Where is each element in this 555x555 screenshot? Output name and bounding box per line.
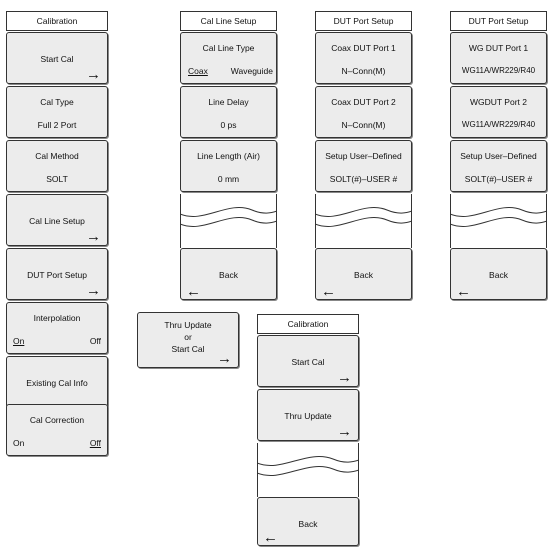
cal-method-label: Cal Method <box>35 151 79 161</box>
wg-dut-port2-button[interactable]: WGDUT Port 2 WG11A/WR229/R40 <box>450 86 547 138</box>
interpolation-off-option: Off <box>89 336 101 346</box>
waveguide-option: Waveguide <box>230 66 273 76</box>
interpolation-toggle[interactable]: Interpolation On Off <box>6 302 108 354</box>
existing-cal-info-button[interactable]: Existing Cal Info <box>6 356 108 408</box>
cal-type-value: Full 2 Port <box>37 120 77 130</box>
dut-port-setup-waveguide-menu: DUT Port Setup WG DUT Port 1 WG11A/WR229… <box>450 11 547 321</box>
coax-dut-port1-button[interactable]: Coax DUT Port 1 N–Conn(M) <box>315 32 412 84</box>
calibration-menu: Calibration Start Cal → Cal Type Full 2 … <box>6 11 108 456</box>
arrow-right-icon: → <box>337 369 352 386</box>
menu-break-marker <box>450 194 547 248</box>
setup-user-defined-label: Setup User–Defined <box>460 151 537 161</box>
cal-correction-off-option: Off <box>89 438 101 448</box>
coax-dut-port1-label: Coax DUT Port 1 <box>331 43 396 53</box>
arrow-left-icon: ← <box>186 283 201 300</box>
start-cal-label: Start Cal <box>40 54 74 64</box>
interpolation-label: Interpolation <box>33 313 81 323</box>
menu-break-marker <box>315 194 412 248</box>
back-button[interactable]: Back ← <box>257 497 359 546</box>
thru-update-line2: or <box>184 332 192 342</box>
coax-dut-port2-button[interactable]: Coax DUT Port 2 N–Conn(M) <box>315 86 412 138</box>
cal-type-label: Cal Type <box>40 97 74 107</box>
wg-dut-port1-button[interactable]: WG DUT Port 1 WG11A/WR229/R40 <box>450 32 547 84</box>
thru-update-line3: Start Cal <box>171 344 205 354</box>
cal-line-setup-title: Cal Line Setup <box>180 11 277 31</box>
setup-user-defined-button[interactable]: Setup User–Defined SOLT(#)–USER # <box>450 140 547 192</box>
line-delay-label: Line Delay <box>208 97 249 107</box>
cal-line-type-toggle[interactable]: Cal Line Type Coax Waveguide <box>180 32 277 84</box>
wg-dut-port2-value: WG11A/WR229/R40 <box>461 120 536 129</box>
dut-port-setup-label: DUT Port Setup <box>27 270 87 280</box>
dut-port-setup-coax-menu: DUT Port Setup Coax DUT Port 1 N–Conn(M)… <box>315 11 412 321</box>
coax-dut-port2-value: N–Conn(M) <box>341 120 386 130</box>
menu-break-marker <box>180 194 277 248</box>
thru-update-or-start-cal-button[interactable]: Thru Update or Start Cal → <box>137 312 239 368</box>
interpolation-on-option: On <box>13 336 25 346</box>
start-cal-button[interactable]: Start Cal → <box>6 32 108 84</box>
wg-dut-port1-value: WG11A/WR229/R40 <box>461 66 536 75</box>
coax-option: Coax <box>188 66 208 76</box>
setup-user-defined-value: SOLT(#)–USER # <box>329 174 398 184</box>
back-button[interactable]: Back ← <box>180 248 277 300</box>
calibration-menu-title: Calibration <box>6 11 108 31</box>
back-label: Back <box>298 519 318 529</box>
arrow-left-icon: ← <box>263 529 278 546</box>
cal-method-button[interactable]: Cal Method SOLT <box>6 140 108 192</box>
existing-cal-info-label: Existing Cal Info <box>26 378 88 388</box>
cal-correction-on-option: On <box>13 438 25 448</box>
thru-update-button[interactable]: Thru Update → <box>257 389 359 441</box>
start-cal-button[interactable]: Start Cal → <box>257 335 359 387</box>
back-button[interactable]: Back ← <box>315 248 412 300</box>
coax-dut-port2-label: Coax DUT Port 2 <box>331 97 396 107</box>
back-label: Back <box>489 270 508 280</box>
arrow-right-icon: → <box>217 350 232 367</box>
arrow-right-icon: → <box>86 66 101 83</box>
dut-port-setup-button[interactable]: DUT Port Setup → <box>6 248 108 300</box>
start-cal-label: Start Cal <box>291 357 325 367</box>
line-length-label: Line Length (Air) <box>197 151 260 161</box>
thru-update-line1: Thru Update <box>164 320 212 330</box>
setup-user-defined-label: Setup User–Defined <box>325 151 402 161</box>
arrow-left-icon: ← <box>456 283 471 300</box>
dut-port-setup-title: DUT Port Setup <box>450 11 547 31</box>
thru-update-label: Thru Update <box>284 411 332 421</box>
setup-user-defined-button[interactable]: Setup User–Defined SOLT(#)–USER # <box>315 140 412 192</box>
back-button[interactable]: Back ← <box>450 248 547 300</box>
cal-correction-label: Cal Correction <box>29 415 85 425</box>
cal-line-setup-button[interactable]: Cal Line Setup → <box>6 194 108 246</box>
menu-break-marker <box>257 443 359 497</box>
wg-dut-port2-label: WGDUT Port 2 <box>470 97 527 107</box>
line-delay-button[interactable]: Line Delay 0 ps <box>180 86 277 138</box>
line-delay-value: 0 ps <box>220 120 237 130</box>
cal-method-value: SOLT <box>46 174 68 184</box>
cal-correction-toggle[interactable]: Cal Correction On Off <box>6 404 108 456</box>
calibration-sub-menu-title: Calibration <box>257 314 359 334</box>
back-label: Back <box>219 270 238 280</box>
calibration-sub-menu: Calibration Start Cal → Thru Update → Ba… <box>257 314 359 546</box>
line-length-value: 0 mm <box>217 174 240 184</box>
setup-user-defined-value: SOLT(#)–USER # <box>464 174 533 184</box>
cal-line-setup-label: Cal Line Setup <box>29 216 85 226</box>
arrow-right-icon: → <box>86 228 101 245</box>
cal-line-type-label: Cal Line Type <box>202 43 255 53</box>
cal-type-button[interactable]: Cal Type Full 2 Port <box>6 86 108 138</box>
arrow-left-icon: ← <box>321 283 336 300</box>
cal-line-setup-menu: Cal Line Setup Cal Line Type Coax Wavegu… <box>180 11 277 321</box>
wg-dut-port1-label: WG DUT Port 1 <box>468 43 529 53</box>
arrow-right-icon: → <box>86 282 101 299</box>
back-label: Back <box>354 270 373 280</box>
line-length-button[interactable]: Line Length (Air) 0 mm <box>180 140 277 192</box>
dut-port-setup-title: DUT Port Setup <box>315 11 412 31</box>
arrow-right-icon: → <box>337 423 352 440</box>
coax-dut-port1-value: N–Conn(M) <box>341 66 386 76</box>
